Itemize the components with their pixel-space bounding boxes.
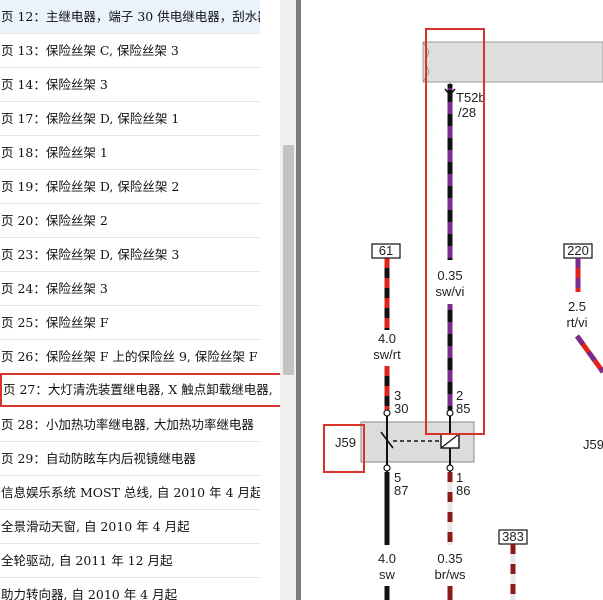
list-item-label: 信息娱乐系统 MOST 总线, 自 2010 年 4 月起 (1, 485, 260, 500)
list-item-label: 页 24：保险丝架 3 (1, 281, 108, 296)
list-item-label: 页 26：保险丝架 F 上的保险丝 9, 保险丝架 F 上的 (1, 349, 260, 364)
list-item-label: 页 12：主继电器，端子 30 供电继电器，刮水器电机 (1, 9, 260, 24)
wire1-size-label: 4.0 (378, 331, 396, 346)
wire3-color-label: rt/vi (567, 315, 588, 330)
pin-87-label: 87 (394, 483, 408, 498)
list-item-page-27-selected[interactable]: 页 27：大灯清洗装置继电器, X 触点卸载继电器, (0, 373, 280, 407)
relay-j59-label-right: J59 (583, 437, 603, 452)
list-item-label: 页 14：保险丝架 3 (1, 77, 108, 92)
terminal-label-383: 383 (502, 529, 524, 544)
list-item-most-bus[interactable]: 信息娱乐系统 MOST 总线, 自 2010 年 4 月起 (0, 476, 260, 510)
list-item-sunroof[interactable]: 全景滑动天窗, 自 2010 年 4 月起 (0, 510, 260, 544)
pin-5-label: 5 (394, 470, 401, 485)
pin-30-label: 30 (394, 401, 408, 416)
list-item-page-18[interactable]: 页 18：保险丝架 1 (0, 136, 260, 170)
wire4-color-label: sw (379, 567, 396, 582)
list-item-page-25[interactable]: 页 25：保险丝架 F (0, 306, 260, 340)
pin-1-label: 1 (456, 470, 463, 485)
highlight-relay-box (323, 424, 365, 473)
list-item-page-20[interactable]: 页 20：保险丝架 2 (0, 204, 260, 238)
pin-3-label: 3 (394, 388, 401, 403)
pane-splitter[interactable] (296, 0, 301, 600)
wire1-color-label: sw/rt (373, 347, 401, 362)
list-item-label: 页 18：保险丝架 1 (1, 145, 108, 160)
pin-86-label: 86 (456, 483, 470, 498)
wire4-size-label: 4.0 (378, 551, 396, 566)
wire5-size-label: 0.35 (437, 551, 462, 566)
sidebar-scrollbar-thumb[interactable] (283, 145, 294, 375)
terminal-label-220: 220 (567, 243, 589, 258)
list-item-page-24[interactable]: 页 24：保险丝架 3 (0, 272, 260, 306)
pin-2-label: 2 (456, 388, 463, 403)
list-item-page-28[interactable]: 页 28：小加热功率继电器, 大加热功率继电器 (0, 408, 260, 442)
list-item-label: 页 25：保险丝架 F (1, 315, 109, 330)
list-item-page-26[interactable]: 页 26：保险丝架 F 上的保险丝 9, 保险丝架 F 上的 (0, 340, 260, 374)
page-list-sidebar: 页 12：主继电器，端子 30 供电继电器，刮水器电机 页 13：保险丝架 C,… (0, 0, 280, 600)
wire3-size-label: 2.5 (568, 299, 586, 314)
list-item-page-13[interactable]: 页 13：保险丝架 C, 保险丝架 3 (0, 34, 260, 68)
list-item-page-19[interactable]: 页 19：保险丝架 D, 保险丝架 2 (0, 170, 260, 204)
list-item-page-29[interactable]: 页 29：自动防眩车内后视镜继电器 (0, 442, 260, 476)
terminal-label-61: 61 (379, 243, 393, 258)
list-item-label: 页 13：保险丝架 C, 保险丝架 3 (1, 43, 179, 58)
connector-bar (422, 41, 603, 83)
terminal-box-61 (371, 243, 401, 259)
list-item-label: 助力转向器, 自 2010 年 4 月起 (1, 587, 178, 600)
list-item-label: 页 20：保险丝架 2 (1, 213, 108, 228)
list-item-page-23[interactable]: 页 23：保险丝架 D, 保险丝架 3 (0, 238, 260, 272)
connector-pin-label: /28 (458, 105, 476, 120)
list-item-page-17[interactable]: 页 17：保险丝架 D, 保险丝架 1 (0, 102, 260, 136)
wire2-size-label: 0.35 (437, 268, 462, 283)
wiring-diagram: 61 220 4.0 sw/rt 0.35 sw/vi 2.5 rt/vi T5… (323, 28, 603, 600)
list-item-label: 全景滑动天窗, 自 2010 年 4 月起 (1, 519, 190, 534)
wire5-color-label: br/ws (434, 567, 466, 582)
wire2-color-label: sw/vi (436, 284, 465, 299)
connector-name-label: T52b (456, 90, 486, 105)
wiring-diagram-viewer[interactable]: 61 220 4.0 sw/rt 0.35 sw/vi 2.5 rt/vi T5… (301, 0, 603, 600)
list-item-label: 页 28：小加热功率继电器, 大加热功率继电器 (1, 417, 254, 432)
list-item-label: 页 29：自动防眩车内后视镜继电器 (1, 451, 196, 466)
list-item-power-steering[interactable]: 助力转向器, 自 2010 年 4 月起 (0, 578, 260, 600)
list-item-label: 全轮驱动, 自 2011 年 12 月起 (1, 553, 173, 568)
list-item-page-12[interactable]: 页 12：主继电器，端子 30 供电继电器，刮水器电机 (0, 0, 260, 34)
list-item-awd[interactable]: 全轮驱动, 自 2011 年 12 月起 (0, 544, 260, 578)
relay-j59-label: J59 (335, 435, 356, 450)
list-item-label: 页 23：保险丝架 D, 保险丝架 3 (1, 247, 180, 262)
list-item-label: 页 27：大灯清洗装置继电器, X 触点卸载继电器, (3, 382, 273, 397)
highlight-wire-box (425, 28, 485, 435)
list-item-label: 页 17：保险丝架 D, 保险丝架 1 (1, 111, 180, 126)
pin-85-label: 85 (456, 401, 470, 416)
list-item-page-14[interactable]: 页 14：保险丝架 3 (0, 68, 260, 102)
list-item-label: 页 19：保险丝架 D, 保险丝架 2 (1, 179, 180, 194)
